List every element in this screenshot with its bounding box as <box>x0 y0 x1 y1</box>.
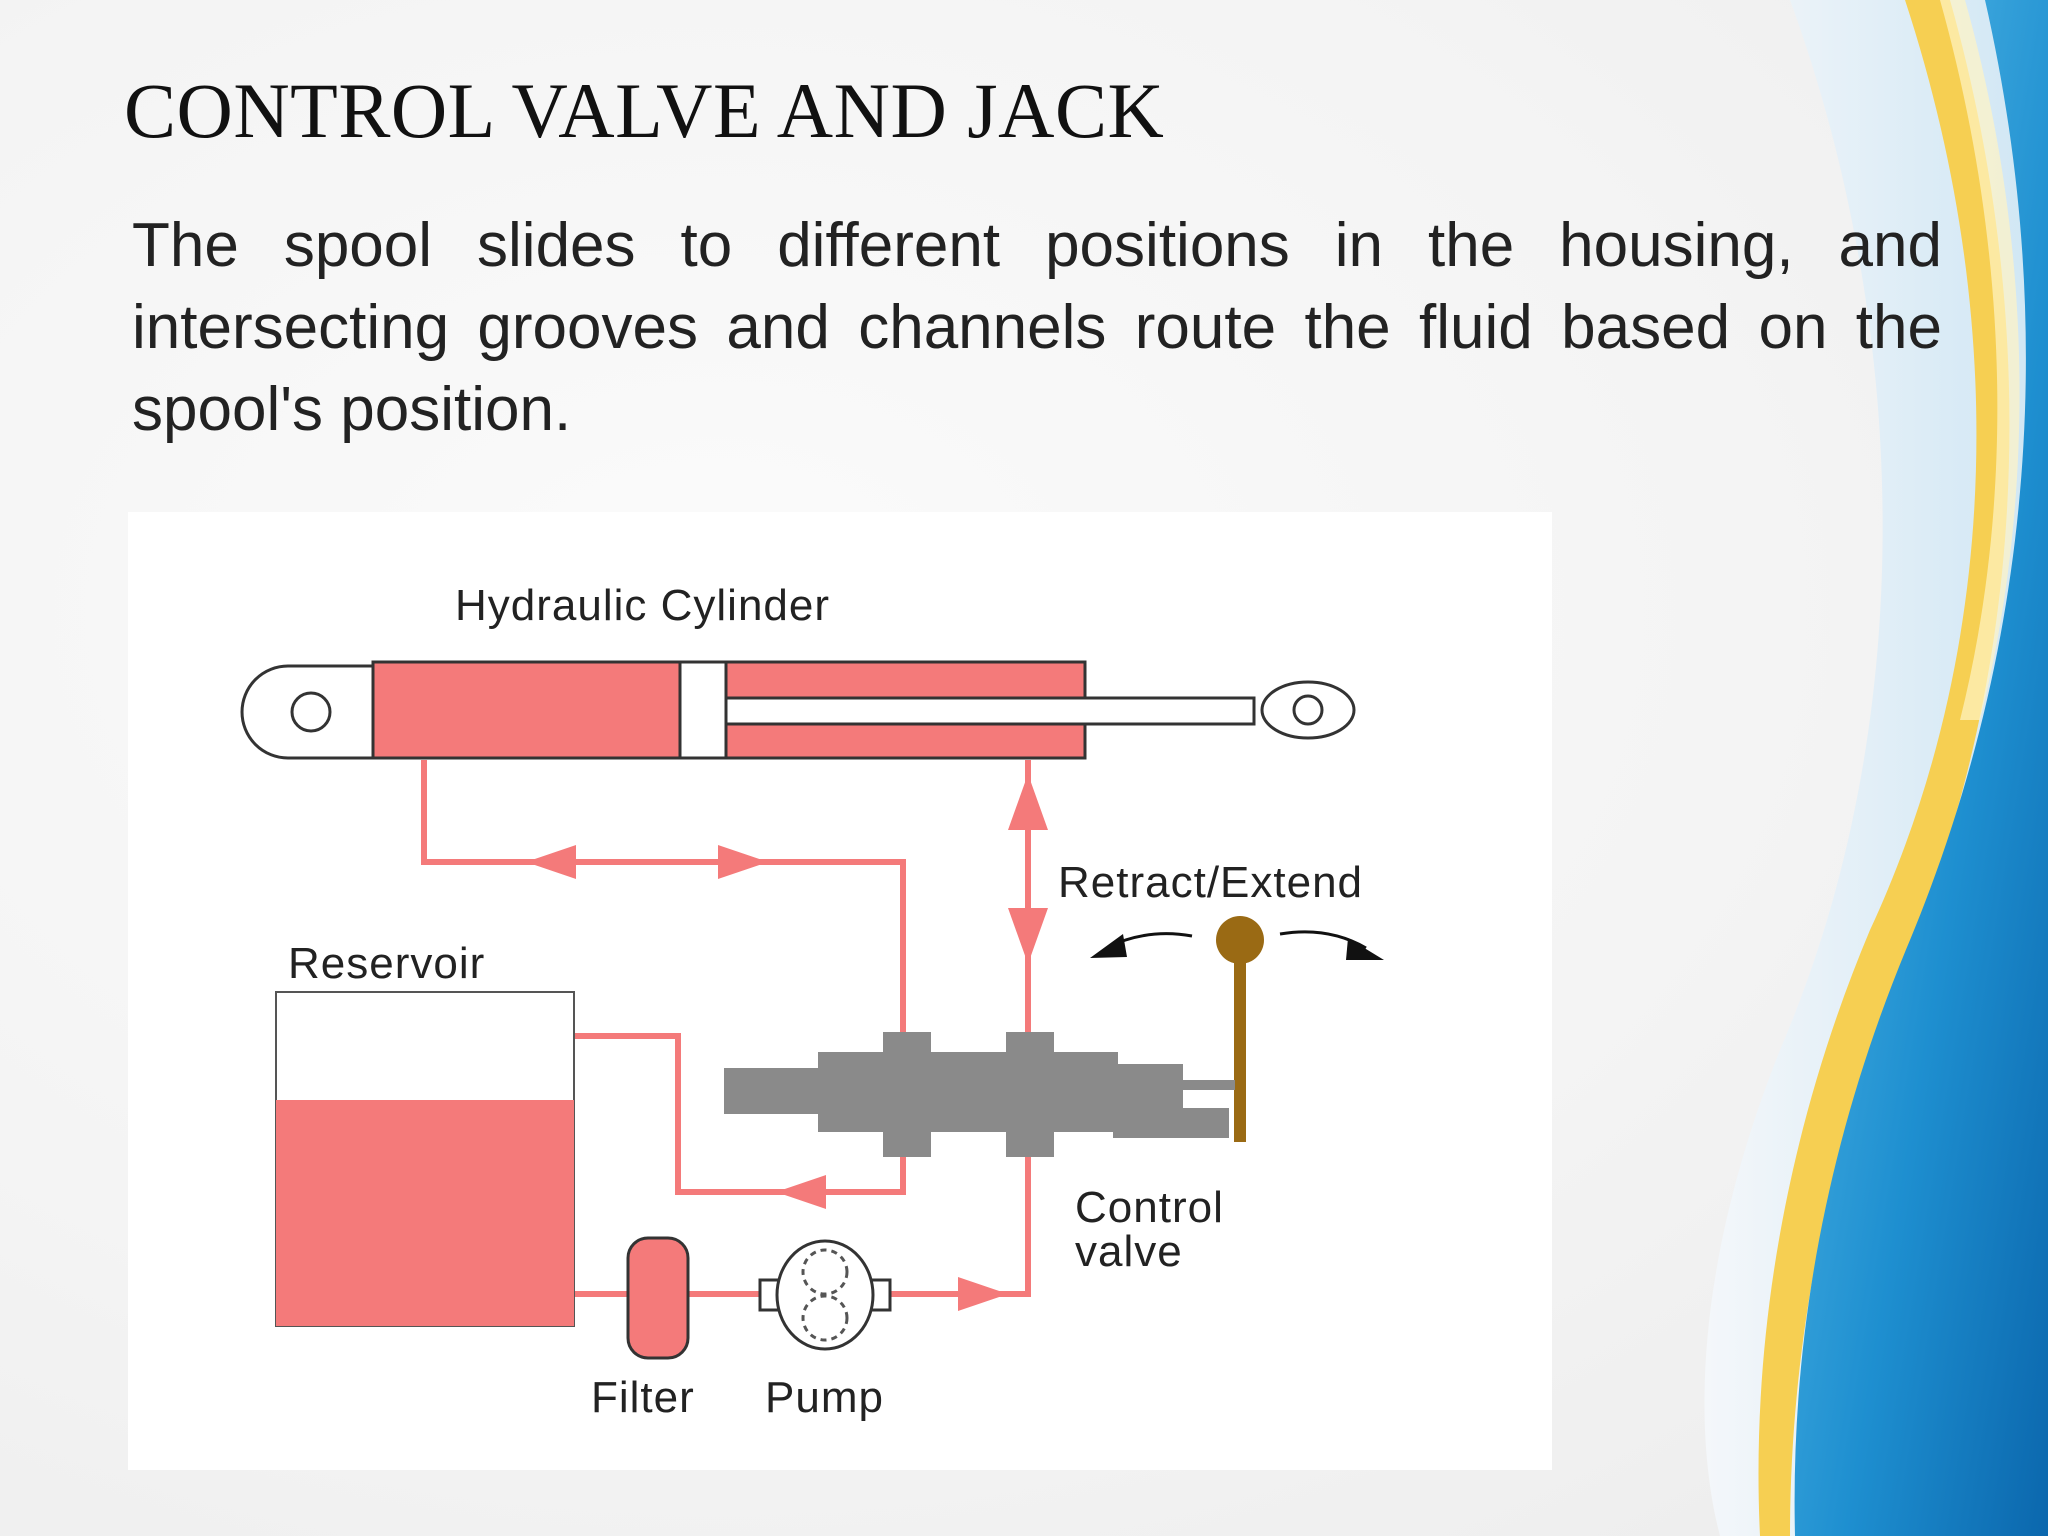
label-control-valve-line1: Control <box>1075 1183 1224 1232</box>
flow-arrow-up <box>1008 774 1048 830</box>
reservoir-fluid <box>276 1100 574 1326</box>
blue-wave <box>1794 0 2048 1536</box>
pump-gear-bottom <box>801 1294 849 1342</box>
control-lever <box>1183 916 1264 1142</box>
slide-title: CONTROL VALVE AND JACK <box>124 67 1165 154</box>
hydraulic-cylinder <box>240 660 1356 760</box>
flow-arrow-pump-out <box>958 1277 1008 1311</box>
valve-body <box>818 1052 1118 1132</box>
slide-body-text: The spool slides to different positions … <box>132 211 1942 444</box>
cylinder-rear-mount-hole <box>290 691 332 733</box>
lever-knob <box>1216 916 1264 964</box>
valve-spool-rod <box>1113 1108 1229 1138</box>
fluid-line-return-to-reservoir <box>543 1033 906 1195</box>
control-valve <box>724 1032 1229 1157</box>
lever-link <box>1183 1080 1235 1090</box>
pale-yellow-highlight <box>1940 0 2020 720</box>
label-pump: Pump <box>765 1373 884 1422</box>
reservoir <box>275 991 575 1327</box>
flow-arrows <box>526 774 1048 1311</box>
hydraulic-diagram: Hydraulic Cylinder Retract/Extend Reserv… <box>240 581 1384 1422</box>
flow-arrow-down <box>1008 908 1048 964</box>
label-retract-extend: Retract/Extend <box>1058 858 1363 907</box>
valve-spool-left <box>724 1068 824 1114</box>
cylinder-rod <box>724 696 1256 726</box>
pump <box>758 1239 892 1351</box>
fluid-line-cylinder-left-to-valve <box>421 760 906 1032</box>
filter-element <box>626 1236 690 1360</box>
lever-shaft <box>1234 942 1246 1142</box>
label-control-valve-line2: valve <box>1075 1227 1183 1276</box>
valve-port-right <box>1006 1032 1054 1157</box>
valve-port-left <box>883 1032 931 1157</box>
label-hydraulic-cylinder: Hydraulic Cylinder <box>455 581 830 630</box>
label-filter: Filter <box>591 1373 695 1422</box>
retract-extend-arrows <box>1090 930 1384 960</box>
extend-arrow-curve <box>1279 930 1367 950</box>
extend-arrow-head <box>1346 938 1384 960</box>
retract-arrow-head <box>1090 934 1127 958</box>
yellow-wave <box>1758 0 2010 1536</box>
pump-gear-top <box>801 1248 849 1296</box>
flow-arrow-return <box>776 1175 826 1209</box>
flow-arrow-right <box>718 845 768 879</box>
valve-spool-right <box>1113 1064 1183 1114</box>
cylinder-piston <box>678 660 728 760</box>
hydraulic-diagram-figure: Hydraulic Cylinder Retract/Extend Reserv… <box>128 512 1552 1470</box>
fluid-line-pump-to-valve <box>543 1142 1031 1297</box>
label-reservoir: Reservoir <box>288 939 485 988</box>
flow-arrow-left <box>526 845 576 879</box>
rod-eye-hole <box>1292 694 1324 726</box>
